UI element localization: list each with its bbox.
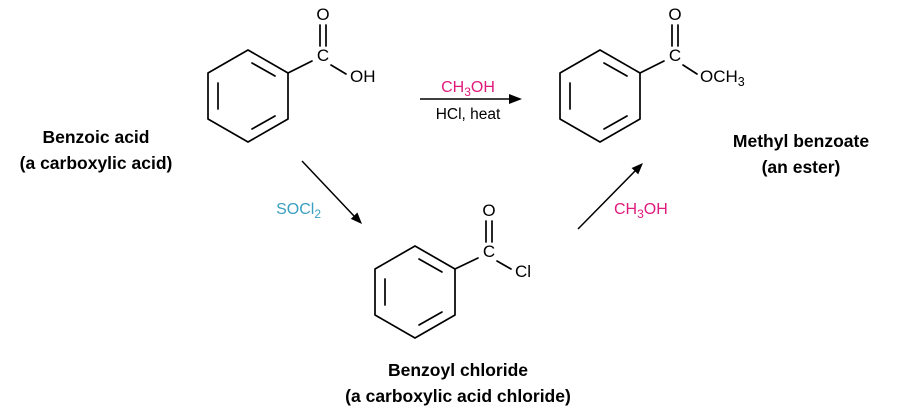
carbonyl-c-label: C (669, 46, 681, 65)
hydroxyl-label: OH (350, 67, 376, 86)
reagent-prefix: CH (441, 79, 464, 96)
methyl-benzoate-structure: C O OCH3 (559, 5, 745, 143)
conditions-label: HCl, heat (436, 106, 501, 123)
benzene-ring (559, 49, 641, 143)
molecule-subtitle: (a carboxylic acid chloride) (345, 386, 571, 406)
methyl-benzoate-label: Methyl benzoate (an ester) (705, 128, 897, 180)
molecule-name: Benzoic acid (42, 127, 150, 147)
ester-subscript: 3 (738, 75, 745, 89)
ring-double-bonds (384, 258, 443, 326)
benzene-ring (374, 245, 456, 339)
arrow-head (631, 163, 643, 175)
arrow-shaft (301, 160, 355, 217)
reagent-subscript: 3 (464, 85, 471, 99)
carbonyl-double-bond (319, 24, 327, 47)
carbonyl-c-label: C (483, 242, 495, 261)
ring-double-bonds (569, 62, 628, 130)
c-ester-bond (682, 64, 698, 75)
c-oh-bond (330, 64, 347, 75)
ring-carbonyl-bond (454, 257, 479, 270)
reagent-label-socl2: SOCl2 (276, 201, 321, 221)
reagent-prefix: SOCl (276, 201, 314, 218)
reagent-label-ch3oh: CH3OH (441, 79, 495, 99)
reagent-subscript: 2 (314, 207, 321, 221)
carbonyl-double-bond (485, 220, 493, 243)
ring-carbonyl-bond (287, 60, 313, 74)
reagent-prefix: CH (614, 201, 637, 218)
molecule-subtitle: (a carboxylic acid) (19, 153, 173, 173)
carbonyl-c-label: C (317, 46, 329, 65)
c-cl-bond (496, 260, 512, 270)
chlorination-arrow: SOCl2 (276, 160, 362, 224)
carbonyl-double-bond (671, 24, 679, 47)
molecule-name: Methyl benzoate (732, 131, 870, 151)
reagent-suffix: OH (471, 79, 495, 96)
molecule-name: Benzoyl chloride (387, 360, 529, 380)
benzene-ring (207, 49, 289, 143)
carbonyl-o-label: O (668, 5, 681, 24)
carbonyl-o-label: O (316, 5, 329, 24)
arrow-head (509, 94, 522, 104)
ring-double-bonds (217, 62, 276, 130)
reagent-suffix: OH (644, 201, 668, 218)
benzoyl-chloride-label: Benzoyl chloride (a carboxylic acid chlo… (308, 357, 608, 409)
molecule-subtitle: (an ester) (761, 157, 841, 177)
esterification-arrow: CH3OH HCl, heat (420, 79, 522, 123)
chloride-label: Cl (515, 262, 531, 281)
carbonyl-o-label: O (482, 201, 495, 220)
arrow-head (350, 212, 362, 224)
benzoic-acid-label: Benzoic acid (a carboxylic acid) (0, 124, 192, 176)
reagent-subscript: 3 (637, 207, 644, 221)
ester-prefix: OCH (700, 67, 738, 86)
reagent-label-ch3oh: CH3OH (614, 201, 668, 221)
ring-carbonyl-bond (639, 60, 665, 74)
arrow-shaft (577, 169, 637, 230)
benzoyl-chloride-structure: C O Cl (374, 201, 531, 339)
alcoholysis-arrow: CH3OH (577, 163, 668, 230)
ester-group-label: OCH3 (700, 67, 745, 89)
benzoic-acid-structure: C O OH (207, 5, 376, 143)
